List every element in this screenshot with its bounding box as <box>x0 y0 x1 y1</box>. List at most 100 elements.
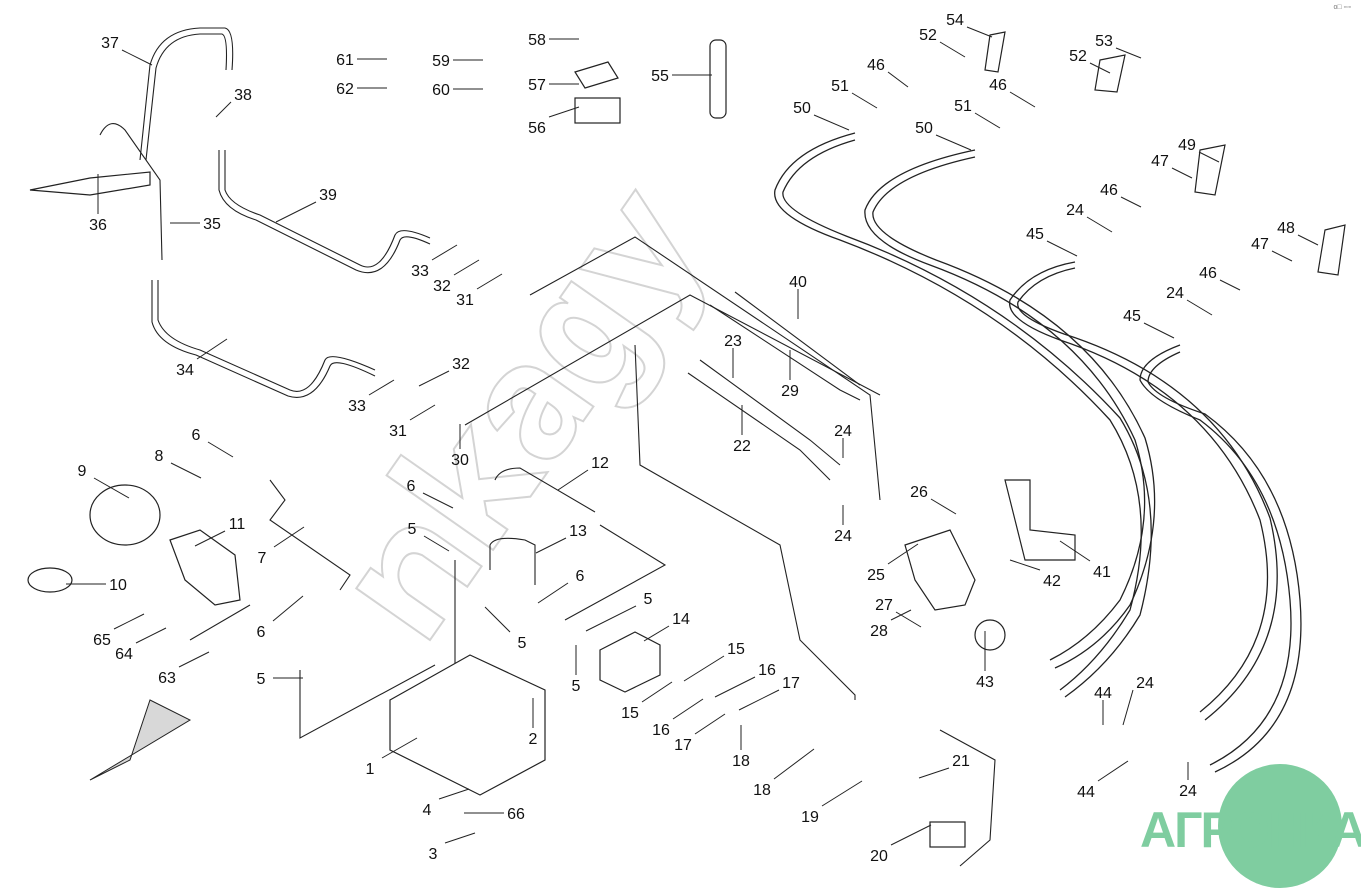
pipes <box>99 27 861 591</box>
bracket-25 <box>904 529 976 611</box>
callout-25: 25 <box>867 543 919 584</box>
direction-arrow <box>89 699 192 781</box>
callout-number: 52 <box>919 27 937 44</box>
callout-number: 23 <box>724 333 742 350</box>
callout-57: 57 <box>528 77 579 94</box>
callout-number: 6 <box>407 478 416 495</box>
callout-number: 54 <box>946 12 964 29</box>
callout-number: 4 <box>423 802 432 819</box>
callout-number: 35 <box>203 216 221 233</box>
callout-number: 12 <box>591 455 609 472</box>
callout-33: 33 <box>348 379 395 415</box>
callout-6: 6 <box>257 595 304 641</box>
leader-line <box>178 651 210 668</box>
callout-number: 44 <box>1077 784 1095 801</box>
callout-number: 16 <box>652 722 670 739</box>
callout-number: 37 <box>101 35 119 52</box>
callout-number: 27 <box>875 597 893 614</box>
callout-23: 23 <box>724 333 742 378</box>
callout-number: 41 <box>1093 564 1111 581</box>
callout-number: 47 <box>1151 153 1169 170</box>
callout-62: 62 <box>336 81 387 98</box>
callout-number: 7 <box>258 550 267 567</box>
callout-24: 24 <box>834 423 852 458</box>
leader-line <box>548 106 580 118</box>
callout-number: 5 <box>644 591 653 608</box>
callout-number: 24 <box>1136 675 1154 692</box>
callout-number: 46 <box>989 77 1007 94</box>
callout-1: 1 <box>366 737 418 778</box>
components <box>27 31 1346 848</box>
callout-number: 49 <box>1178 137 1196 154</box>
callout-number: 46 <box>867 57 885 74</box>
callout-number: 15 <box>727 641 745 658</box>
callout-41: 41 <box>1059 540 1111 581</box>
callout-52: 52 <box>1069 48 1111 74</box>
callout-5: 5 <box>572 645 581 695</box>
callout-64: 64 <box>115 627 167 663</box>
leader-line <box>272 595 304 622</box>
callout-31: 31 <box>389 404 436 440</box>
leader-line <box>196 338 228 360</box>
leader-line <box>409 404 436 421</box>
leader-line <box>368 379 395 396</box>
callout-number: 46 <box>1199 265 1217 282</box>
leader-line <box>1009 91 1036 108</box>
callout-number: 31 <box>389 423 407 440</box>
leader-line <box>438 788 470 800</box>
callout-29: 29 <box>781 350 799 400</box>
leader-line <box>935 134 972 151</box>
leader-line <box>1115 47 1142 59</box>
callout-number: 15 <box>621 705 639 722</box>
callout-number: 14 <box>672 611 690 628</box>
clamp <box>27 567 73 593</box>
leader-line <box>813 114 850 131</box>
callout-number: 31 <box>456 292 474 309</box>
callout-number: 61 <box>336 52 354 69</box>
callout-5: 5 <box>408 521 450 552</box>
leader-line <box>535 537 567 554</box>
leader-line <box>930 498 957 515</box>
leader-line <box>1097 760 1129 782</box>
leader-line <box>207 441 234 458</box>
callout-35: 35 <box>170 216 221 233</box>
callout-49: 49 <box>1178 137 1220 163</box>
callout-46: 46 <box>867 57 909 88</box>
leader-line <box>194 530 226 547</box>
callout-7: 7 <box>258 526 305 567</box>
callout-54: 54 <box>946 12 993 38</box>
callout-47: 47 <box>1151 153 1193 179</box>
callout-6: 6 <box>537 568 585 604</box>
leader-line <box>1122 689 1134 726</box>
callout-20: 20 <box>870 824 932 865</box>
callout-17: 17 <box>674 713 726 754</box>
callout-44: 44 <box>1077 760 1129 801</box>
leader-line <box>851 92 878 109</box>
callout-45: 45 <box>1123 308 1175 339</box>
leader-line <box>1086 216 1113 233</box>
callout-number: 45 <box>1026 226 1044 243</box>
callout-number: 62 <box>336 81 354 98</box>
callout-number: 5 <box>572 678 581 695</box>
leader-line <box>422 492 454 509</box>
leader-line <box>1219 279 1241 291</box>
leader-line <box>215 101 232 118</box>
callout-2: 2 <box>529 698 538 748</box>
leader-line <box>121 49 153 66</box>
callout-9: 9 <box>78 463 130 499</box>
tag-53 <box>1094 54 1126 93</box>
leader-line <box>381 737 418 759</box>
callout-24: 24 <box>834 505 852 545</box>
tag-54 <box>984 31 1006 73</box>
callout-30: 30 <box>451 424 469 469</box>
callout-number: 28 <box>870 623 888 640</box>
callout-26: 26 <box>910 484 957 515</box>
callout-39: 39 <box>275 187 337 223</box>
callout-12: 12 <box>557 455 609 491</box>
callout-33: 33 <box>411 244 458 280</box>
leader-line <box>1143 322 1175 339</box>
callout-37: 37 <box>101 35 153 66</box>
